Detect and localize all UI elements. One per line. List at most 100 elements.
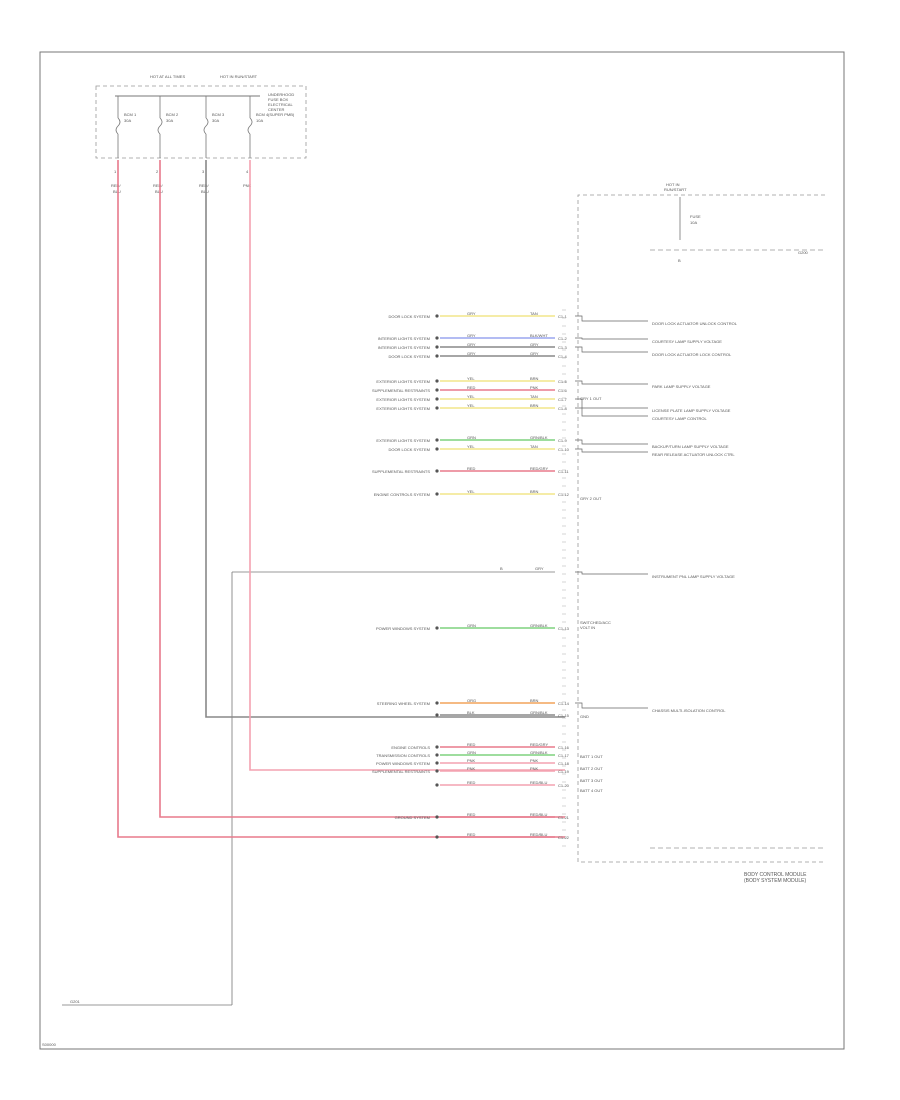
- signal-wire-code: GRY: [467, 311, 476, 316]
- ground-ref-label: G201: [70, 999, 81, 1004]
- signal-label: DOOR LOCK SYSTEM: [388, 314, 430, 319]
- fuse-symbol: [203, 117, 209, 135]
- function-label: INSTRUMENT PNL LAMP SUPPLY VOLTAGE: [652, 574, 735, 579]
- bcm-note-9: BATT 4 OUT: [580, 788, 603, 793]
- fuse-name: BCM 1: [124, 112, 137, 117]
- signal-label: TRANSMISSION CONTROLS: [376, 753, 430, 758]
- signal-wire-color: RED/GRY: [530, 466, 548, 471]
- fuse-circuit-color: RED/: [111, 183, 121, 188]
- bcm-note-5: BATT 1 OUT: [580, 754, 603, 759]
- signal-pin: C1-19: [558, 769, 570, 774]
- connector-dot: [435, 783, 439, 787]
- fuse-block-note-4: CENTER: [268, 107, 285, 112]
- signal-wire-color: GRN/BLK: [530, 710, 548, 715]
- signal-wire-color: GRN/BLK: [530, 623, 548, 628]
- bcm-fuse-label: FUSE: [690, 214, 701, 219]
- fuse-block-box: [95, 85, 307, 159]
- signal-wire-code: RED: [467, 742, 476, 747]
- signal-label: DOOR LOCK SYSTEM: [388, 447, 430, 452]
- connector-dot: [435, 354, 439, 358]
- function-leader: [575, 439, 648, 445]
- signal-wire-color: BLK/WHT: [530, 333, 548, 338]
- fuse-amps: 30A: [212, 118, 219, 123]
- fuse-block-note-5: (SUPER PMB): [268, 112, 295, 117]
- signal-pin: C1-20: [558, 783, 570, 788]
- mid-signal-arrow: B: [500, 566, 503, 571]
- signal-label: GROUND SYSTEM: [395, 815, 430, 820]
- signal-wire-color: RED/BLU: [530, 812, 547, 817]
- fuse-circuit-color-sub: BLU: [155, 189, 163, 194]
- fuse-name: BCM 4: [256, 112, 269, 117]
- function-label: BACKUP/TURN LAMP SUPPLY VOLTAGE: [652, 444, 729, 449]
- signal-wire-color: TAN: [530, 311, 538, 316]
- connector-dot: [435, 835, 439, 839]
- signal-pin: C1-13: [558, 626, 570, 631]
- bcm-hot-label: HOT IN: [666, 182, 680, 187]
- power-wire: [205, 160, 565, 718]
- signal-wire-code: GRY: [467, 342, 476, 347]
- fuse-name: BCM 3: [212, 112, 225, 117]
- signal-wire-code: ORG: [467, 698, 476, 703]
- signal-label: POWER WINDOWS SYSTEM: [376, 626, 430, 631]
- signal-pin: C1-11: [558, 469, 569, 474]
- signal-pin: C1-18: [558, 761, 570, 766]
- fuse-pin: 4: [246, 169, 249, 174]
- fuse-symbol: [157, 117, 163, 135]
- signal-wire-color: TAN: [530, 444, 538, 449]
- signal-wire-color: BRN: [530, 376, 539, 381]
- connector-dot: [435, 345, 439, 349]
- signal-pin: C1-6: [558, 388, 567, 393]
- signal-wire-code: RED: [467, 385, 476, 390]
- function-label: DOOR LOCK ACTUATOR UNLOCK CONTROL: [652, 321, 738, 326]
- signal-wire-color: GRY: [530, 342, 539, 347]
- signal-pin: C1-2: [558, 336, 567, 341]
- signal-pin: C1-9: [558, 438, 567, 443]
- signal-wire-code: YEL: [467, 444, 475, 449]
- fuse-block-note-1: UNDERHOOD: [268, 92, 294, 97]
- function-leader: [575, 380, 648, 385]
- fuse-circuit-color: RED/: [199, 183, 209, 188]
- fuse-pin: 1: [114, 169, 117, 174]
- signal-wire-code: RED: [467, 466, 476, 471]
- power-wire: [117, 160, 565, 838]
- fuse-amps: 30A: [166, 118, 173, 123]
- function-label: COURTESY LAMP CONTROL: [652, 416, 707, 421]
- power-wire: [159, 160, 565, 818]
- signal-wire-code: GRN: [467, 623, 476, 628]
- signal-wire-color: GRN/BLK: [530, 435, 548, 440]
- signal-wire-color: BRN: [530, 403, 539, 408]
- function-leader: [575, 315, 648, 322]
- signal-wire-color: RED/BLU: [530, 832, 547, 837]
- signal-wire-code: YEL: [467, 403, 475, 408]
- connector-dot: [435, 388, 439, 392]
- function-leader: [575, 398, 648, 409]
- signal-wire-color: PNK: [530, 758, 539, 763]
- function-leader: [575, 448, 648, 453]
- connector-dot: [435, 753, 439, 757]
- function-leader: [575, 407, 648, 417]
- fuse-circuit-color-sub: BLU: [201, 189, 209, 194]
- signal-wire-color: TAN: [530, 394, 538, 399]
- signal-pin: C1-4: [558, 354, 567, 359]
- signal-wire-color: BRN: [530, 489, 539, 494]
- diagram-frame: [39, 51, 845, 1050]
- connector-dot: [435, 815, 439, 819]
- bcm-note-2: GRY 2 OUT: [580, 496, 602, 501]
- fuse-name: BCM 2: [166, 112, 179, 117]
- fuse-circuit-color-sub: BLU: [113, 189, 121, 194]
- signal-label: INTERIOR LIGHTS SYSTEM: [378, 345, 430, 350]
- fuse-amps: 30A: [124, 118, 131, 123]
- hot-in-run-start-label: HOT IN RUN/START: [220, 74, 258, 79]
- connector-dot: [435, 761, 439, 765]
- bcm-note-7: BATT 2 OUT: [580, 766, 603, 771]
- signal-wire-code: GRY: [467, 351, 476, 356]
- bcm-note-3: SWITCHED/ACC: [580, 620, 611, 625]
- bcm-note-8: BATT 3 OUT: [580, 778, 603, 783]
- bcm-hot-sub-label: RUN/START: [664, 187, 687, 192]
- signal-wire-code: BLK: [467, 710, 475, 715]
- module-name-line-2: (BODY SYSTEM MODULE): [744, 878, 806, 884]
- fuse-pin: 3: [202, 169, 205, 174]
- fuse-circuit-color: PNK: [243, 183, 252, 188]
- bcm-fuse-amps: 10A: [690, 220, 697, 225]
